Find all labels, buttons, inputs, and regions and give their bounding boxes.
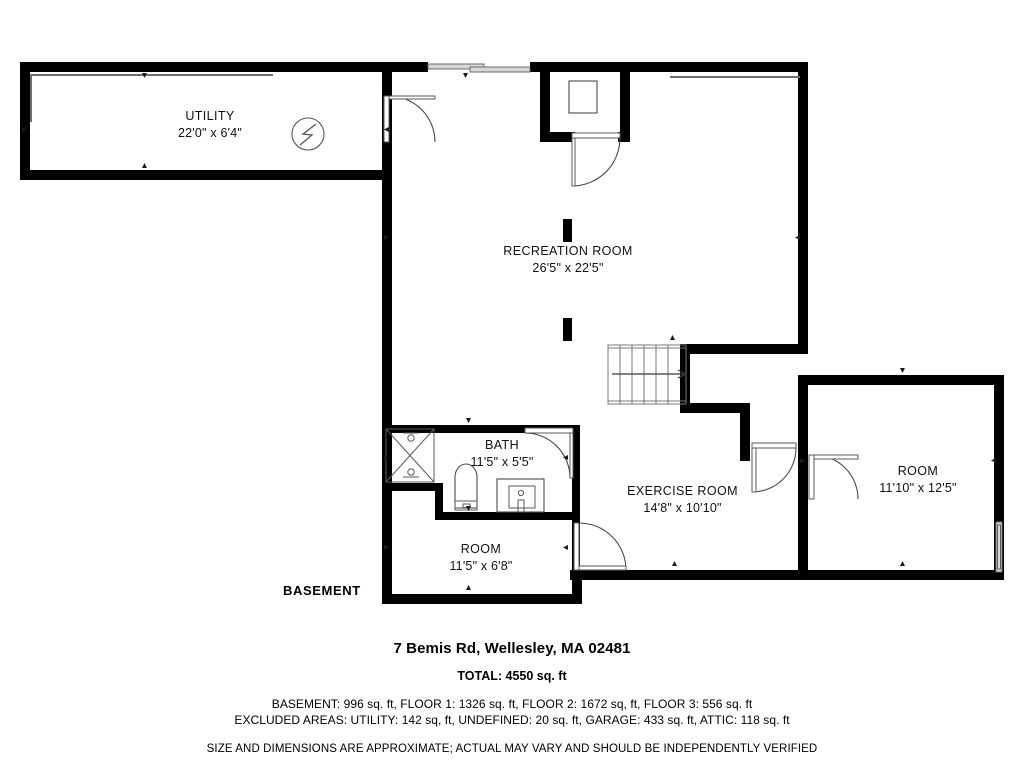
wall-rightroom-right bbox=[994, 375, 1004, 580]
plan-footer: 7 Bemis Rd, Wellesley, MA 02481 TOTAL: 4… bbox=[0, 640, 1024, 755]
staircase-icon bbox=[607, 344, 688, 405]
room-dimensions-room-bottom: 11'5" x 6'8" bbox=[449, 558, 513, 573]
utility-shelf-left bbox=[30, 74, 32, 122]
vanity-sink-icon bbox=[496, 478, 545, 513]
room-name-bath: BATH bbox=[484, 438, 519, 452]
wall-bottom-exercise bbox=[570, 570, 1004, 580]
room-name-exercise: EXERCISE ROOM bbox=[627, 484, 738, 498]
room-dimensions-bath: 11'5" x 5'5" bbox=[470, 454, 534, 469]
wall-closet-bottom-right bbox=[618, 132, 630, 142]
wall-shower-right bbox=[435, 483, 443, 520]
area-breakdown-line-1: BASEMENT: 996 sq. ft, FLOOR 1: 1326 sq. … bbox=[271, 697, 753, 711]
plan-level-tag: BASEMENT bbox=[283, 583, 361, 598]
sliding-window-top bbox=[427, 63, 531, 78]
wall-shower-bottom bbox=[382, 483, 438, 491]
wall-bottomroom-bottom bbox=[382, 594, 580, 604]
room-name-room-bottom: ROOM bbox=[460, 542, 502, 556]
wall-exercise-upper-left bbox=[740, 403, 750, 461]
water-heater-icon bbox=[568, 80, 598, 114]
electrical-panel-icon bbox=[291, 117, 325, 151]
door-closet bbox=[571, 132, 621, 187]
wall-rightroom-left bbox=[798, 375, 808, 580]
wall-bath-bottom bbox=[435, 512, 580, 520]
room-name-utility: UTILITY bbox=[185, 109, 235, 123]
wall-stair-right bbox=[680, 344, 690, 412]
room-label-recreation: RECREATION ROOM 26'5" x 22'5" bbox=[483, 243, 653, 276]
utility-shelf-top bbox=[30, 74, 273, 76]
room-label-exercise: EXERCISE ROOM 14'8" x 10'10" bbox=[605, 483, 760, 516]
recreation-ledge-top-right bbox=[670, 76, 800, 78]
room-label-utility: UTILITY 22'0" x 6'4" bbox=[135, 108, 285, 141]
wall-bottomroom-stub bbox=[572, 570, 582, 604]
wall-closet-right bbox=[620, 62, 630, 142]
room-dimensions-utility: 22'0" x 6'4" bbox=[177, 125, 242, 140]
wall-stair-top bbox=[680, 344, 808, 354]
wall-closet-bottom bbox=[540, 132, 575, 142]
wall-recreation-left bbox=[382, 62, 392, 602]
support-column-lower bbox=[563, 318, 572, 341]
wall-bath-top bbox=[382, 425, 580, 433]
disclaimer-text: SIZE AND DIMENSIONS ARE APPROXIMATE; ACT… bbox=[206, 743, 818, 755]
room-dimensions-exercise: 14'8" x 10'10" bbox=[643, 500, 722, 515]
area-breakdown-line-2: EXCLUDED AREAS: UTILITY: 142 sq, ft, UND… bbox=[234, 713, 790, 727]
wall-recreation-right bbox=[798, 62, 808, 352]
door-bottom-room bbox=[573, 522, 627, 571]
wall-stair-bottom bbox=[680, 403, 748, 413]
wall-rightroom-top bbox=[808, 375, 1004, 385]
room-name-room-right: ROOM bbox=[897, 464, 939, 478]
wall-closet-left bbox=[540, 62, 550, 142]
property-address: 7 Bemis Rd, Wellesley, MA 02481 bbox=[393, 640, 631, 657]
room-label-room-right: ROOM 11'10" x 12'5" bbox=[843, 463, 993, 496]
shower-icon bbox=[385, 428, 435, 483]
room-dimensions-room-right: 11'10" x 12'5" bbox=[879, 480, 957, 495]
wall-top-right-segment bbox=[530, 62, 808, 72]
toilet-icon bbox=[454, 463, 478, 511]
wall-utility-left bbox=[20, 62, 30, 180]
wall-utility-bottom bbox=[20, 170, 390, 180]
wall-bath-right bbox=[572, 425, 580, 520]
wall-utility-top bbox=[20, 62, 390, 72]
room-label-room-bottom: ROOM 11'5" x 6'8" bbox=[406, 541, 556, 574]
wall-top-left-segment bbox=[382, 62, 428, 72]
room-label-bath: BATH 11'5" x 5'5" bbox=[428, 437, 576, 470]
room-dimensions-recreation: 26'5" x 22'5" bbox=[532, 260, 604, 275]
total-square-feet: TOTAL: 4550 sq. ft bbox=[457, 669, 567, 683]
room-name-recreation: RECREATION ROOM bbox=[503, 244, 633, 258]
support-column-upper bbox=[563, 219, 572, 242]
